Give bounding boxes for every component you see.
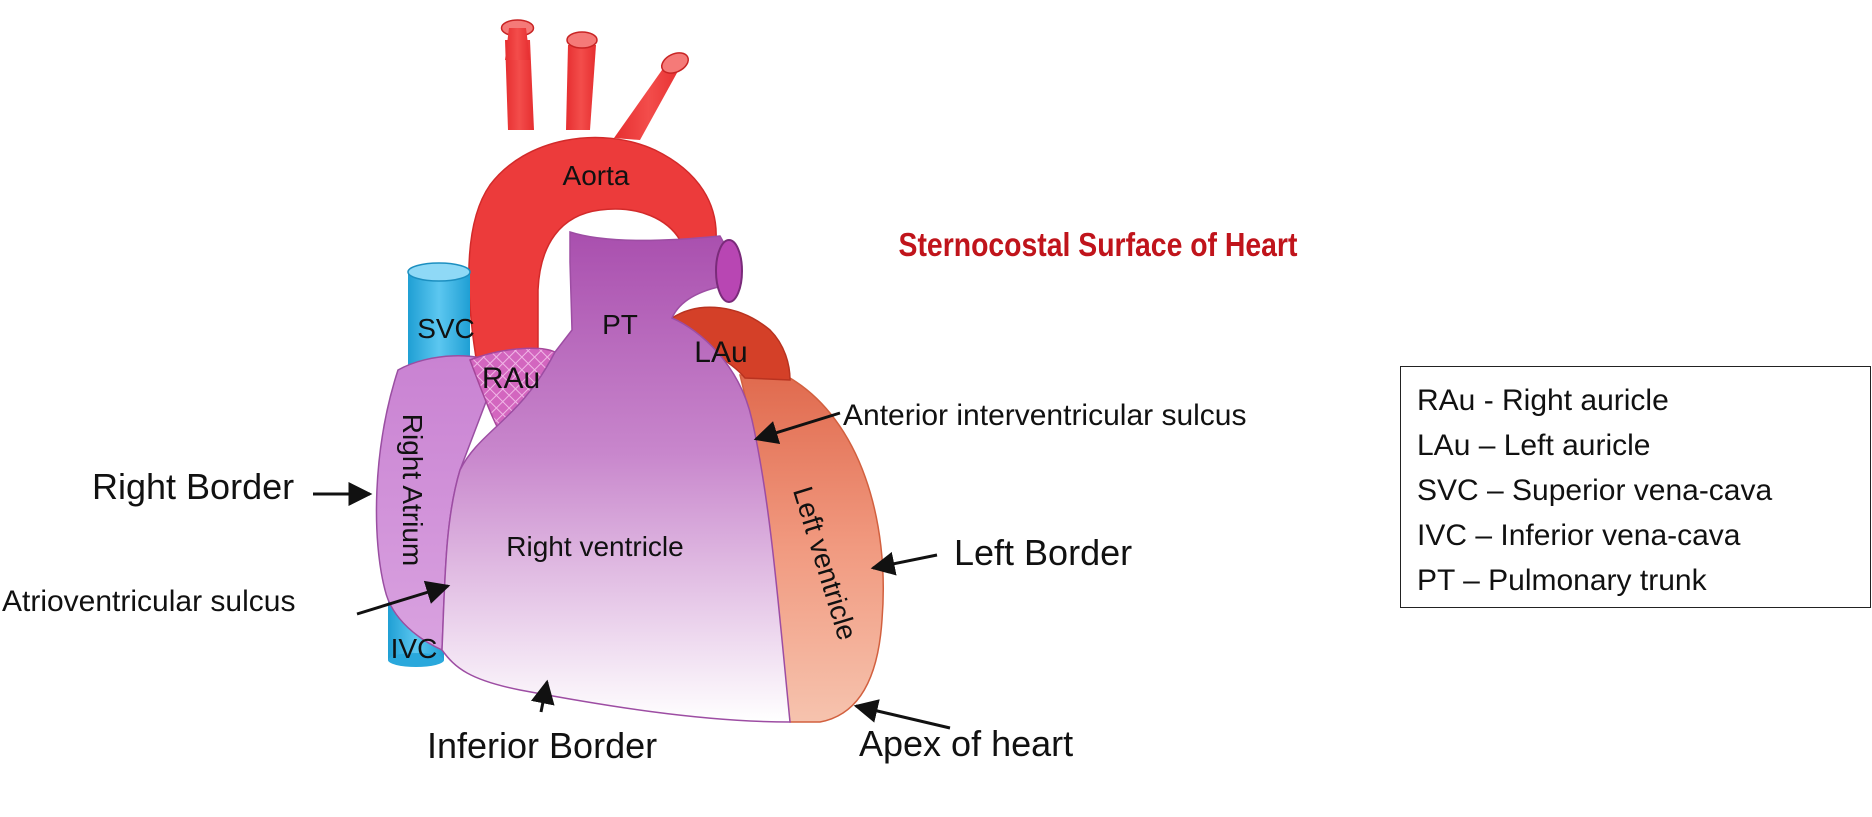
right-atrium-label: Right Atrium	[397, 414, 428, 567]
callout-right-border: Right Border	[92, 466, 373, 507]
pulmonary-trunk-opening	[715, 239, 743, 303]
aorta-shape	[468, 136, 717, 381]
callout-atrioventricular-sulcus: Atrioventricular sulcus	[2, 580, 451, 618]
legend-item: RAu - Right auricle	[1417, 384, 1669, 417]
inferior-border-label: Inferior Border	[427, 725, 657, 766]
inferior-border-arrow	[530, 679, 555, 713]
apex-label: Apex of heart	[859, 723, 1073, 764]
callout-apex: Apex of heart	[853, 699, 1073, 764]
anterior-interventricular-sulcus-arrow	[753, 411, 841, 445]
aorta-label: Aorta	[563, 160, 630, 191]
rau-label: RAu	[482, 362, 540, 395]
lau-label: LAu	[694, 336, 747, 369]
abbreviation-legend: RAu - Right auricle LAu – Left auricle S…	[1400, 366, 1871, 608]
legend-item: IVC – Inferior vena-cava	[1417, 519, 1741, 552]
legend-item: LAu – Left auricle	[1417, 429, 1651, 462]
atrioventricular-sulcus-arrow	[356, 580, 451, 616]
legend-item: PT – Pulmonary trunk	[1417, 564, 1707, 597]
ivc-label: IVC	[391, 633, 438, 664]
right-ventricle-label: Right ventricle	[506, 531, 683, 562]
apex-arrow	[853, 699, 951, 730]
svc-label: SVC	[417, 313, 475, 344]
left-border-arrow	[870, 551, 938, 576]
right-border-label: Right Border	[92, 466, 294, 507]
anterior-interventricular-sulcus-label: Anterior interventricular sulcus	[843, 399, 1247, 432]
callout-inferior-border: Inferior Border	[427, 679, 657, 766]
aortic-branches	[500, 19, 689, 140]
atrioventricular-sulcus-label: Atrioventricular sulcus	[2, 585, 295, 618]
callout-left-border: Left Border	[870, 532, 1132, 576]
left-border-label: Left Border	[954, 532, 1132, 573]
pt-label: PT	[602, 309, 638, 340]
legend-item: SVC – Superior vena-cava	[1417, 474, 1773, 507]
callout-anterior-interventricular-sulcus: Anterior interventricular sulcus	[753, 399, 1247, 445]
diagram-title: Sternocostal Surface of Heart	[899, 226, 1298, 264]
